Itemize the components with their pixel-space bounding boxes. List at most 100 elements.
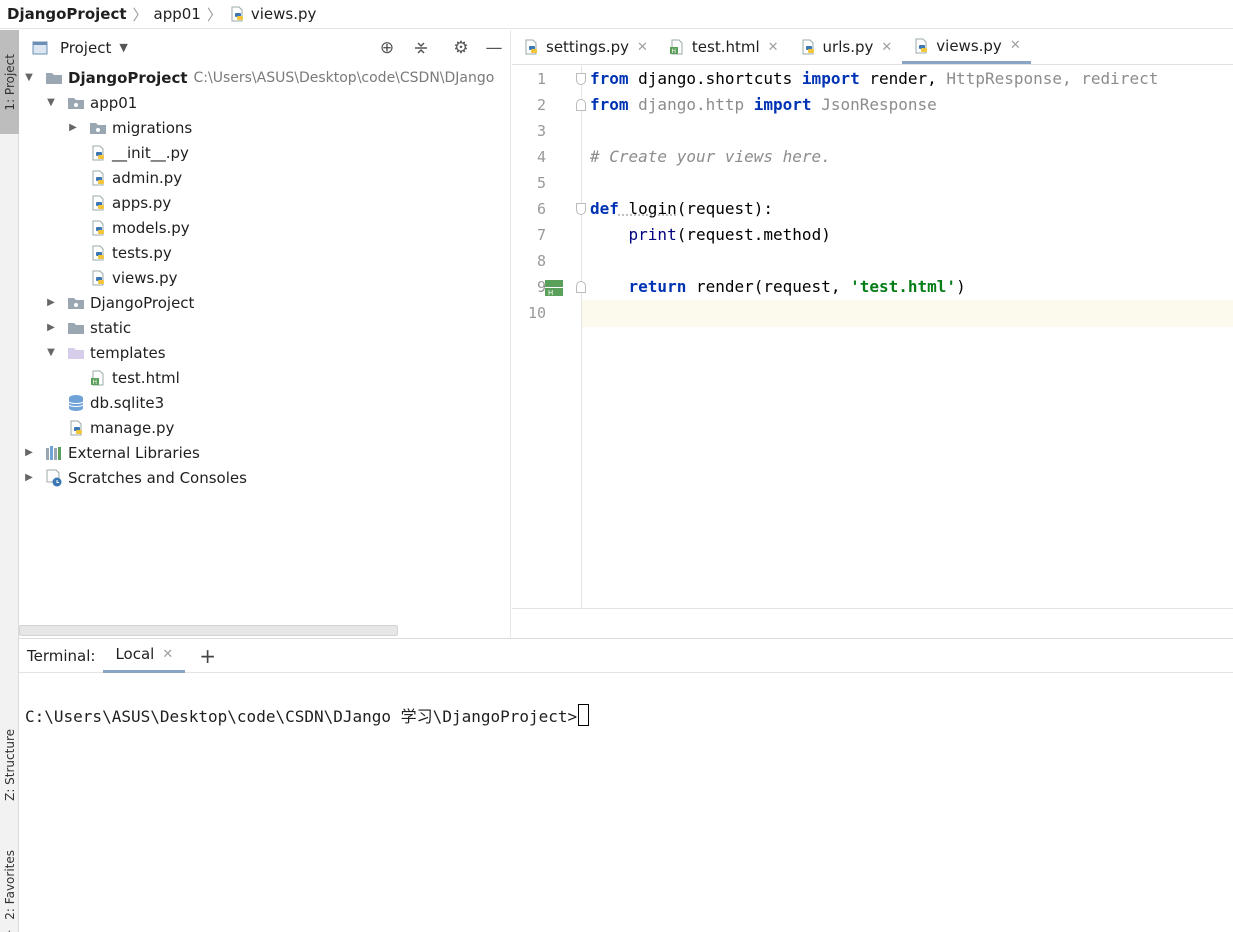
tab-views-py[interactable]: views.py ✕ bbox=[902, 30, 1031, 64]
database-icon bbox=[67, 394, 85, 412]
close-icon[interactable]: ✕ bbox=[881, 39, 893, 55]
editor-tab-bar: settings.py ✕ H test.html ✕ urls.py ✕ vi… bbox=[512, 30, 1233, 65]
code-editor[interactable]: from django.shortcuts import render, Htt… bbox=[590, 66, 1233, 609]
chevron-down-icon[interactable]: ▼ bbox=[119, 41, 128, 54]
python-file-icon bbox=[89, 219, 107, 237]
tree-item-db-sqlite3[interactable]: db.sqlite3 bbox=[67, 390, 164, 415]
folder-icon bbox=[45, 69, 63, 87]
code-line-2: from django.http import JsonResponse bbox=[590, 95, 937, 114]
svg-text:H: H bbox=[671, 48, 676, 55]
html-file-icon[interactable]: H bbox=[545, 280, 563, 300]
tree-item-models-py[interactable]: models.py bbox=[89, 215, 190, 240]
breadcrumb: DjangoProject 〉 app01 〉 views.py bbox=[0, 0, 1233, 29]
favorites-tool-tab[interactable]: 2: Favorites bbox=[2, 850, 17, 920]
tab-urls-py[interactable]: urls.py ✕ bbox=[789, 30, 903, 64]
line-number: 4 bbox=[536, 148, 546, 166]
breadcrumb-folder[interactable]: app01 bbox=[153, 5, 201, 23]
tree-item-external-libraries[interactable]: ▶ External Libraries bbox=[23, 440, 200, 465]
tree-item-static[interactable]: ▶ static bbox=[45, 315, 131, 340]
structure-tool-tab[interactable]: Z: Structure bbox=[2, 729, 17, 801]
python-file-icon bbox=[799, 38, 817, 56]
terminal-header: Terminal: Local ✕ + bbox=[19, 638, 1233, 673]
tree-item-apps-py[interactable]: apps.py bbox=[89, 190, 171, 215]
tree-item-tests-py[interactable]: tests.py bbox=[89, 240, 172, 265]
tab-terminal-local[interactable]: Local ✕ bbox=[103, 639, 186, 673]
project-panel: Project ▼ ⊕ ⚙ — ▼ DjangoProject C:\Users… bbox=[19, 30, 511, 638]
expanded-arrow-icon[interactable]: ▼ bbox=[47, 347, 55, 358]
tree-item-scratches-and-consoles[interactable]: ▶ Scratches and Consoles bbox=[23, 465, 247, 490]
tree-item-admin-py[interactable]: admin.py bbox=[89, 165, 182, 190]
left-tool-strip: 1: Project Z: Structure 2: Favorites ★ bbox=[0, 30, 19, 932]
collapse-all-icon[interactable] bbox=[411, 38, 431, 58]
tree-item-app01[interactable]: ▼ app01 bbox=[45, 90, 137, 115]
gear-icon[interactable]: ⚙ bbox=[453, 38, 469, 58]
project-tool-tab[interactable]: 1: Project bbox=[0, 30, 19, 134]
tab-settings-py[interactable]: settings.py ✕ bbox=[512, 30, 658, 64]
close-icon[interactable]: ✕ bbox=[1009, 38, 1021, 53]
tree-item-templates[interactable]: ▼ templates bbox=[45, 340, 165, 365]
breadcrumb-project[interactable]: DjangoProject bbox=[7, 5, 127, 23]
editor-gutter: 1 2 3 4 5 6 7 8 9 10 H bbox=[512, 66, 586, 609]
star-icon: ★ bbox=[3, 928, 16, 932]
expanded-arrow-icon[interactable]: ▼ bbox=[25, 72, 33, 83]
python-file-icon bbox=[67, 419, 85, 437]
tab-test-html[interactable]: H test.html ✕ bbox=[658, 30, 789, 64]
python-file-icon bbox=[89, 269, 107, 287]
project-panel-scrollbar[interactable] bbox=[19, 625, 398, 636]
tree-item-test-html[interactable]: H test.html bbox=[89, 365, 180, 390]
html-file-icon: H bbox=[668, 38, 686, 56]
fold-marker-icon[interactable] bbox=[576, 203, 586, 215]
expanded-arrow-icon[interactable]: ▼ bbox=[47, 97, 55, 108]
breadcrumb-file[interactable]: views.py bbox=[228, 5, 316, 23]
close-icon[interactable]: ✕ bbox=[767, 39, 779, 55]
line-number: 6 bbox=[536, 200, 546, 218]
tree-item-migrations[interactable]: ▶ migrations bbox=[67, 115, 192, 140]
code-line-4: # Create your views here. bbox=[590, 147, 831, 166]
library-icon bbox=[45, 444, 63, 462]
collapsed-arrow-icon[interactable]: ▶ bbox=[25, 472, 33, 483]
folder-icon bbox=[67, 294, 85, 312]
tree-item-views-py[interactable]: views.py bbox=[89, 265, 178, 290]
locate-icon[interactable]: ⊕ bbox=[379, 38, 395, 58]
tree-item-djangoproject-package[interactable]: ▶ DjangoProject bbox=[45, 290, 194, 315]
breadcrumb-separator: 〉 bbox=[206, 5, 222, 24]
collapsed-arrow-icon[interactable]: ▶ bbox=[69, 122, 77, 133]
add-terminal-button[interactable]: + bbox=[199, 643, 217, 668]
fold-marker-icon[interactable] bbox=[576, 99, 586, 111]
line-number: 1 bbox=[536, 70, 546, 88]
close-icon[interactable]: ✕ bbox=[636, 39, 648, 55]
collapsed-arrow-icon[interactable]: ▶ bbox=[47, 322, 55, 333]
python-file-icon bbox=[912, 37, 930, 55]
html-file-icon: H bbox=[89, 369, 107, 387]
tree-item-init-py[interactable]: __init__.py bbox=[89, 140, 189, 165]
python-file-icon bbox=[89, 194, 107, 212]
python-file-icon bbox=[228, 5, 246, 23]
python-file-icon bbox=[522, 38, 540, 56]
tree-item-djangoproject-root[interactable]: ▼ DjangoProject C:\Users\ASUS\Desktop\co… bbox=[23, 65, 494, 90]
close-icon[interactable]: ✕ bbox=[162, 646, 174, 662]
tree-item-manage-py[interactable]: manage.py bbox=[67, 415, 174, 440]
line-number: 2 bbox=[536, 96, 546, 114]
line-number: 5 bbox=[536, 174, 546, 192]
fold-marker-icon[interactable] bbox=[576, 281, 586, 293]
terminal-label: Terminal: bbox=[27, 646, 96, 665]
terminal-cursor bbox=[578, 704, 590, 726]
line-number: 10 bbox=[527, 304, 546, 322]
project-view-icon bbox=[31, 39, 49, 57]
project-panel-title[interactable]: Project bbox=[60, 38, 112, 57]
terminal-body[interactable]: C:\Users\ASUS\Desktop\code\CSDN\DJango 学… bbox=[19, 673, 1233, 932]
line-number: 3 bbox=[536, 122, 546, 140]
python-file-icon bbox=[89, 169, 107, 187]
minimize-icon[interactable]: — bbox=[485, 38, 503, 58]
collapsed-arrow-icon[interactable]: ▶ bbox=[47, 297, 55, 308]
python-file-icon bbox=[89, 144, 107, 162]
collapsed-arrow-icon[interactable]: ▶ bbox=[25, 447, 33, 458]
code-line-1: from django.shortcuts import render, Htt… bbox=[590, 69, 1159, 88]
line-number: 9 bbox=[536, 278, 546, 296]
fold-marker-icon[interactable] bbox=[576, 73, 586, 85]
line-number: 7 bbox=[536, 226, 546, 244]
svg-text:H: H bbox=[548, 289, 553, 296]
line-number: 8 bbox=[536, 252, 546, 270]
code-line-7: print(request.method) bbox=[628, 225, 831, 244]
current-line-highlight bbox=[512, 300, 1233, 327]
